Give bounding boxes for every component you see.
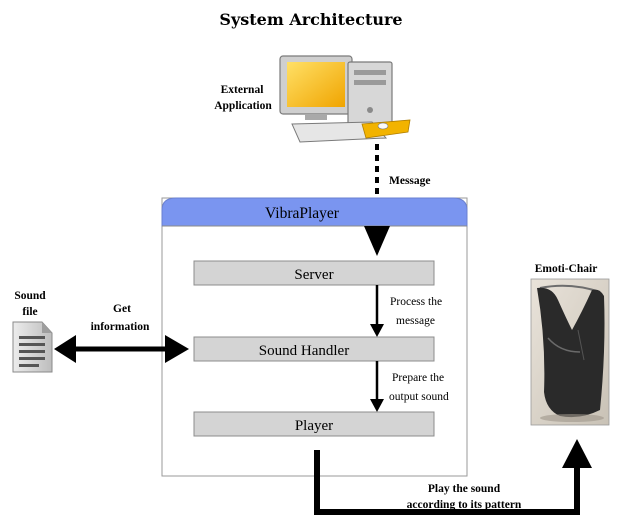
external-application-label-line1: External [221,84,264,96]
emoti-chair-photo [530,278,610,426]
get-information-label-line1: Get [113,303,131,315]
server-label: Server [294,267,333,283]
player-box [193,411,435,437]
sound-file-label-line1: Sound [14,290,46,302]
server-box [193,260,435,286]
message-arrowhead [364,226,390,256]
sound-handler-label: Sound Handler [259,343,349,359]
play-sound-label-line2: according to its pattern [407,499,522,511]
vibraplayer-header: VibraPlayer [265,205,340,222]
process-arrowhead [370,324,384,337]
message-label: Message [389,175,431,187]
prepare-step-line2: output sound [389,391,449,403]
play-sound-label-line1: Play the sound [428,483,501,495]
desktop-computer-icon [279,55,411,143]
player-label: Player [295,418,333,434]
prepare-arrowhead [370,399,384,412]
document-icon [12,321,53,373]
prepare-step-line1: Prepare the [392,372,444,384]
get-information-arrow [54,335,189,363]
process-step-line1: Process the [390,296,442,308]
process-step-line2: message [396,315,435,327]
sound-file-label-line2: file [22,306,37,318]
get-information-label-line2: information [91,321,150,333]
play-output-arrow [314,439,592,515]
external-application-label-line2: Application [214,100,272,112]
emoti-chair-label: Emoti-Chair [535,263,598,275]
diagram-title: System Architecture [219,10,402,29]
sound-handler-box [193,336,435,362]
